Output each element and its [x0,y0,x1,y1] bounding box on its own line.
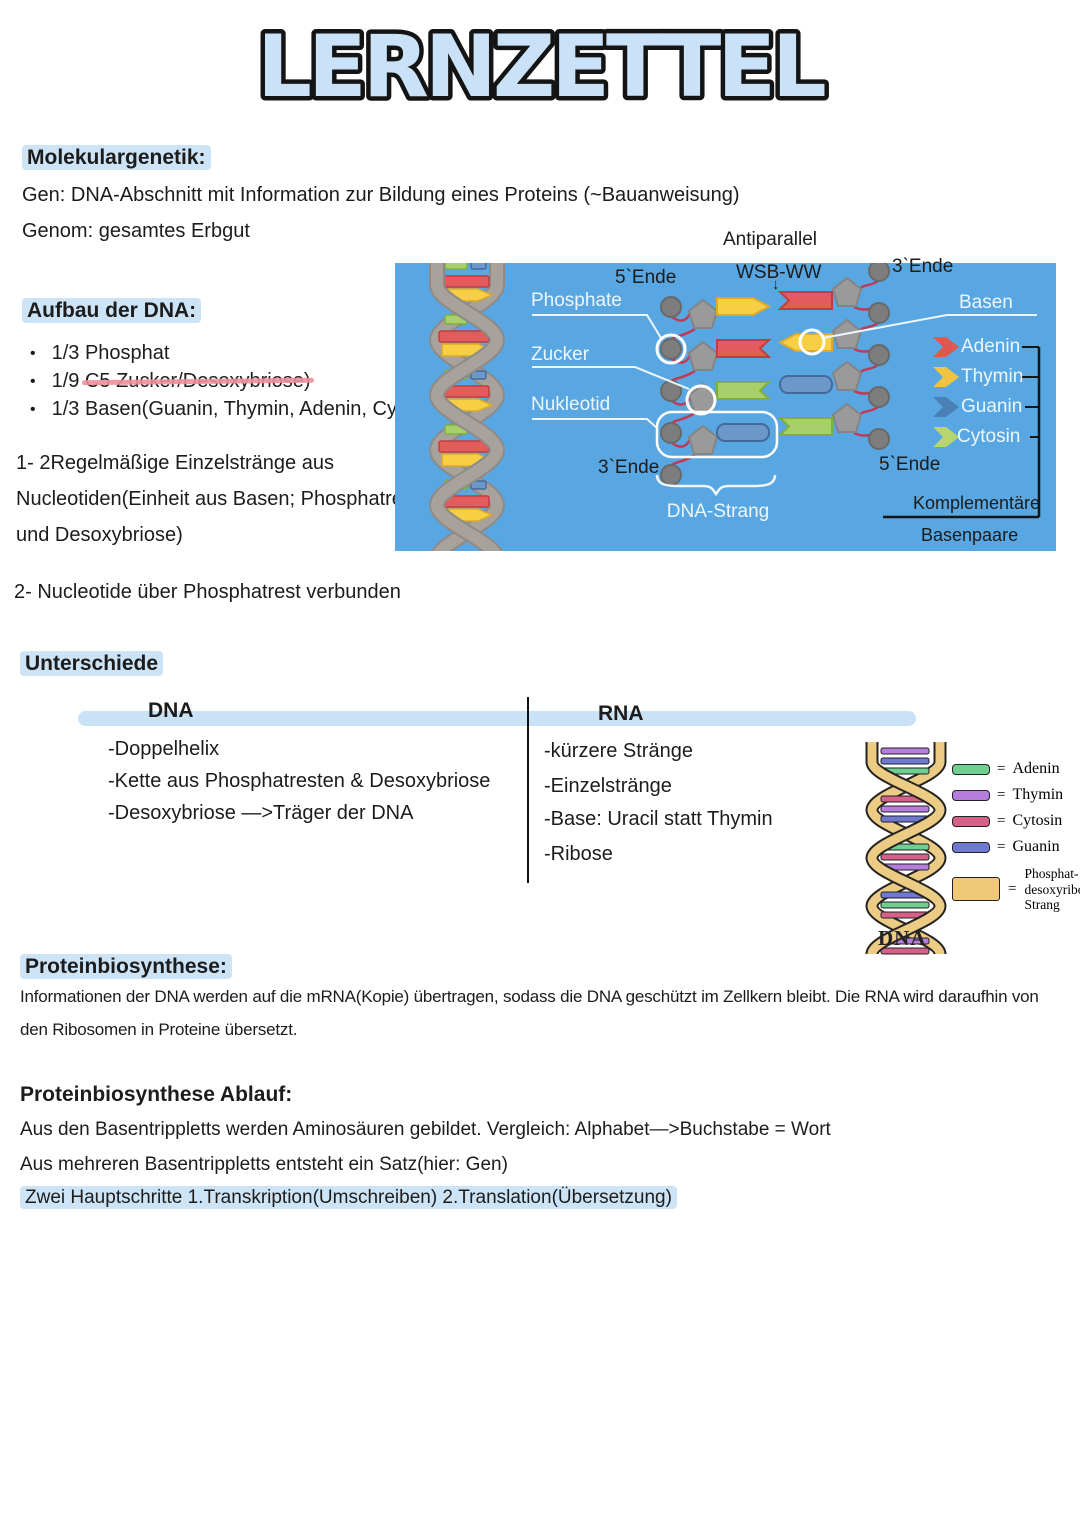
thymin-swatch-icon [952,789,990,801]
legend-item-strand: = Phosphat- desoxyribose Strang [952,866,1080,913]
legend-item-thymin: = Thymin [952,786,1063,804]
phosphate-ring [655,333,687,365]
aufbau-note2: 2- Nucleotide über Phosphatrest verbunde… [14,581,401,603]
page-title: LERNZETTEL [253,13,834,122]
legend-chevrons [933,337,959,447]
label-wsb-ww: WSB-WW [736,262,822,283]
helix-figure-legend: = Adenin = Thymin = Cytosin = Guanin [952,760,1063,864]
struck-text: C5 Zucker/Desoxybriose) [84,370,311,392]
dna-item: -Desoxybriose —>Träger der DNA [108,802,414,824]
base-adenin [716,339,772,358]
proteinbiosynthese-line1: Informationen der DNA werden auf die mRN… [20,987,1039,1006]
basenpaare-bracket [883,346,1041,519]
dna-column-header: DNA [148,699,194,722]
page-title-text: LERNZETTEL [257,17,825,117]
legend-item-adenin: = Adenin [952,760,1063,778]
ablauf-line3: Zwei Hauptschritte 1.Transkription(Umsch… [20,1186,677,1209]
left-strand [660,296,772,486]
legend-label-thymin: Thymin [961,366,1024,387]
strand-swatch-icon [952,877,1000,902]
legend-label-adenin: Adenin [961,336,1021,357]
cytosin-chevron-icon [933,427,959,447]
label-antiparallel: Antiparallel [723,229,817,250]
aufbau-bullet-2: • 1/9 C5 Zucker/Desoxybriose) [30,370,311,392]
label-5-ende-top: 5`Ende [615,267,677,288]
aufbau-bullet-1: • 1/3 Phosphat [30,342,170,364]
ablauf-line2: Aus mehreren Basentrippletts entsteht ei… [20,1154,508,1175]
label-basen: Basen [959,292,1013,313]
right-strand [777,263,890,450]
dna-item: -Kette aus Phosphatresten & Desoxybriose [108,770,491,792]
proteinbiosynthese-heading: Proteinbiosynthese: [20,954,232,979]
adenin-swatch-icon [952,763,990,775]
label-3-ende-top: 3`Ende [892,256,954,277]
label-5-ende-bottom: 5`Ende [879,454,941,475]
legend-item-guanin: = Guanin [952,838,1063,856]
adenin-chevron-icon [933,337,959,357]
base-thymin [716,297,772,316]
ablauf-line1: Aus den Basentrippletts werden Aminosäur… [20,1119,831,1140]
guanin-chevron-icon [933,397,959,417]
bullet-dot: • [30,373,36,390]
dna-item: -Doppelhelix [108,738,220,760]
dna-helix-illustration [428,263,506,551]
label-nukleotid: Nukleotid [531,394,611,415]
genom-definition: Genom: gesamtes Erbgut [22,220,250,242]
aufbau-heading: Aufbau der DNA: [22,298,202,323]
guanin-swatch-icon [952,841,990,853]
base-cytosin [777,417,833,436]
label-basenpaare: Basenpaare [921,525,1019,545]
comparison-header-bar [78,711,916,726]
basen-ring [798,328,826,356]
aufbau-note1-line1: 1- 2Regelmäßige Einzelstränge aus [16,452,334,474]
proteinbiosynthese-line2: den Ribosomen in Proteine übersetzt. [20,1020,298,1039]
rna-item: -Base: Uracil statt Thymin [544,808,773,830]
gen-definition: Gen: DNA-Abschnitt mit Information zur B… [22,184,740,206]
dna-strang-bracket [655,474,777,497]
aufbau-bullet-3: • 1/3 Basen(Guanin, Thymin, Adenin, Cyto… [30,398,446,420]
cytosin-swatch-icon [952,815,990,827]
label-3-ende-bottom: 3`Ende [598,457,660,478]
zucker-ring [685,384,717,416]
wsb-down-arrow-icon: ↓ [772,276,780,293]
bullet-dot: • [30,401,36,418]
dna-structure-diagram: Antiparallel WSB-WW ↓ 5`Ende 3`Ende Phos… [395,229,1056,551]
label-zucker: Zucker [531,344,590,365]
aufbau-note1-line3: und Desoxybriose) [16,524,183,546]
rna-item: -Einzelstränge [544,775,672,797]
rna-column-header: RNA [598,702,644,725]
callout-rings [655,328,826,416]
label-komplementaere: Komplementäre [913,493,1041,513]
base-adenin [777,291,833,310]
callout-lines [532,314,1037,429]
comparison-divider [527,697,529,883]
legend-label-cytosin: Cytosin [957,426,1021,447]
legend-item-cytosin: = Cytosin [952,812,1063,830]
rna-item: -Ribose [544,843,613,865]
label-dna-strang: DNA-Strang [666,501,770,522]
unterschiede-heading: Unterschiede [20,651,164,676]
ablauf-heading: Proteinbiosynthese Ablauf: [20,1083,293,1106]
dna-structure-graphic [428,263,1041,551]
base-guanin [716,423,770,442]
molekulargenetik-heading: Molekulargenetik: [22,145,211,170]
dna-helix-figure [865,742,947,957]
thymin-chevron-icon [933,367,959,387]
nukleotid-box [655,410,779,459]
label-phosphate: Phosphate [531,290,622,311]
bullet-dot: • [30,345,36,362]
aufbau-note1-line2: Nucleotiden(Einheit aus Basen; Phosphatr… [16,488,419,510]
helix-figure-caption: DNA [878,926,927,950]
rna-item: -kürzere Stränge [544,740,693,762]
legend-label-guanin: Guanin [961,396,1023,417]
base-guanin [779,375,833,394]
base-cytosin [716,381,772,400]
